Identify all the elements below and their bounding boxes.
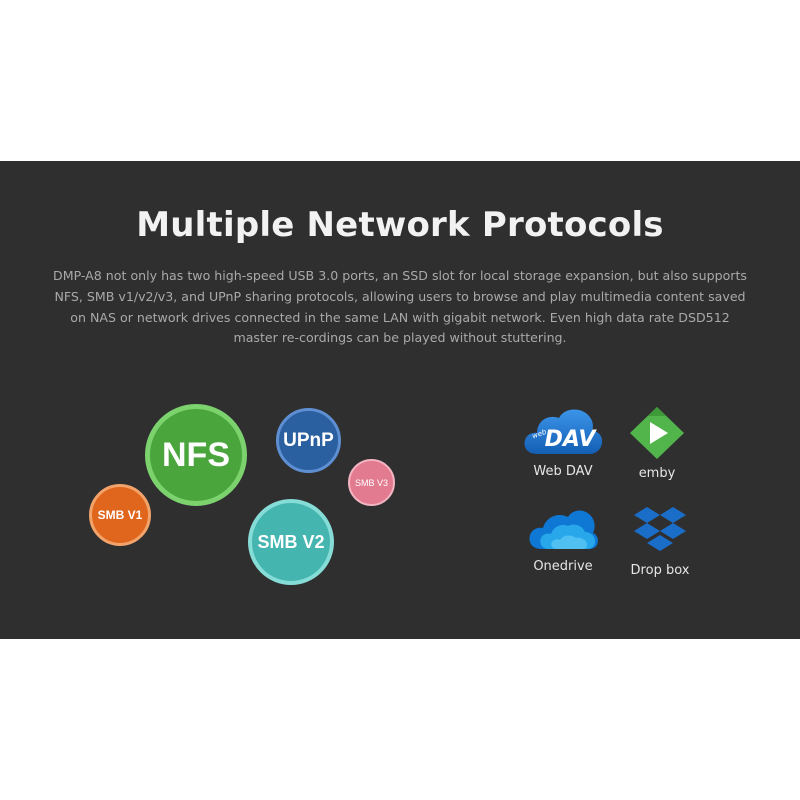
emby-label: emby (638, 466, 676, 481)
section-description: DMP-A8 not only has two high-speed USB 3… (53, 268, 747, 346)
protocols-banner (0, 161, 800, 639)
nfs-bubble: NFS (145, 404, 247, 506)
emby-play-icon (630, 407, 684, 459)
webdav-label: Web DAV (533, 464, 593, 479)
dropbox-service: Drop box (600, 505, 720, 578)
webdav-service: DAV web Web DAV (503, 406, 623, 479)
onedrive-service: Onedrive (503, 505, 623, 574)
emby-service: emby (597, 406, 717, 481)
smb-v3-bubble: SMB V3 (348, 459, 395, 506)
dropbox-icon (634, 507, 686, 551)
smb-v2-bubble: SMB V2 (248, 499, 334, 585)
webdav-logo-text: DAV (545, 427, 598, 452)
smb-v1-bubble: SMB V1 (89, 484, 151, 546)
upnp-bubble: UPnP (276, 408, 341, 473)
onedrive-label: Onedrive (533, 559, 593, 574)
dropbox-label: Drop box (630, 563, 690, 578)
section-title: Multiple Network Protocols (136, 205, 664, 245)
onedrive-cloud-icon (529, 510, 598, 549)
webdav-cloud-icon: DAV web (524, 409, 603, 454)
